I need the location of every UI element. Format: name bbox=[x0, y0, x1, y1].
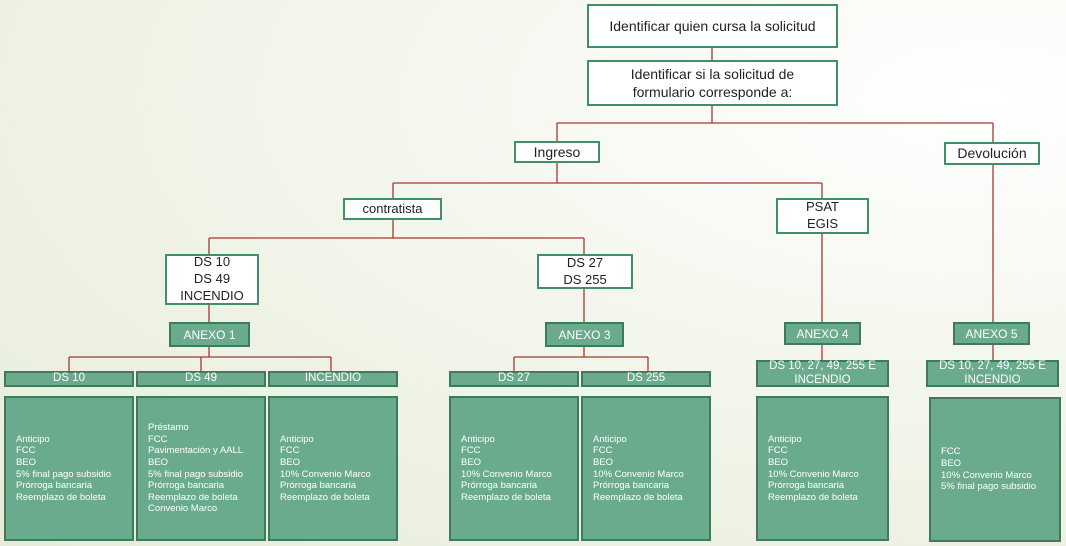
annex-4-badge: ANEXO 4 bbox=[784, 322, 861, 345]
devolucion-box: Devolución bbox=[944, 142, 1040, 165]
list-item: Anticipo bbox=[768, 433, 802, 445]
list-item: Reemplazo de boleta bbox=[148, 491, 238, 503]
list-item: Reemplazo de boleta bbox=[768, 491, 858, 503]
list-item: 10% Convenio Marco bbox=[461, 468, 552, 480]
column-header-ds10: DS 10 bbox=[4, 371, 134, 387]
list-item: BEO bbox=[280, 456, 301, 468]
list-annex4: Anticipo FCC BEO 10% Convenio Marco Prór… bbox=[756, 396, 889, 541]
contratista-box: contratista bbox=[343, 198, 442, 220]
list-item: Reemplazo de boleta bbox=[16, 491, 106, 503]
item-list: Anticipo FCC BEO 10% Convenio Marco Prór… bbox=[593, 434, 684, 504]
list-item: Préstamo bbox=[148, 422, 189, 434]
list-item: 5% final pago subsidio bbox=[941, 481, 1037, 493]
list-item: BEO bbox=[461, 456, 482, 468]
list-item: BEO bbox=[593, 456, 614, 468]
list-item: Prórroga bancaria bbox=[768, 480, 845, 492]
column-header-ds27: DS 27 bbox=[449, 371, 579, 387]
item-list: FCC BEO 10% Convenio Marco 5% final pago… bbox=[941, 446, 1036, 492]
list-item: BEO bbox=[16, 456, 37, 468]
list-item: FCC bbox=[941, 446, 961, 458]
list-item: 10% Convenio Marco bbox=[593, 468, 684, 480]
annex-3-badge: ANEXO 3 bbox=[545, 322, 624, 347]
list-item: Pavimentación y AALL bbox=[148, 445, 244, 457]
item-list: Anticipo FCC BEO 10% Convenio Marco Prór… bbox=[461, 434, 552, 504]
list-item: FCC bbox=[593, 445, 613, 457]
list-item: 5% final pago subsidio bbox=[148, 468, 244, 480]
list-item: Reemplazo de boleta bbox=[593, 491, 683, 503]
item-list: Anticipo FCC BEO 10% Convenio Marco Prór… bbox=[280, 434, 371, 504]
item-list: Préstamo FCC Pavimentación y AALL BEO 5%… bbox=[148, 422, 243, 515]
list-item: Anticipo bbox=[461, 433, 495, 445]
column-header-incendio: INCENDIO bbox=[268, 371, 398, 387]
list-item: Anticipo bbox=[280, 433, 314, 445]
list-item: BEO bbox=[941, 457, 962, 469]
list-incendio: Anticipo FCC BEO 10% Convenio Marco Prór… bbox=[268, 396, 398, 541]
list-ds255: Anticipo FCC BEO 10% Convenio Marco Prór… bbox=[581, 396, 711, 541]
psat-egis-box: PSAT EGIS bbox=[776, 198, 869, 234]
list-item: FCC bbox=[280, 445, 300, 457]
list-annex5: FCC BEO 10% Convenio Marco 5% final pago… bbox=[929, 397, 1061, 542]
list-item: 5% final pago subsidio bbox=[16, 468, 112, 480]
program-group-ds10-ds49-incendio: DS 10 DS 49 INCENDIO bbox=[165, 254, 259, 305]
list-ds27: Anticipo FCC BEO 10% Convenio Marco Prór… bbox=[449, 396, 579, 541]
list-item: Prórroga bancaria bbox=[280, 480, 357, 492]
item-list: Anticipo FCC BEO 10% Convenio Marco Prór… bbox=[768, 434, 859, 504]
identify-requester-box: Identificar quien cursa la solicitud bbox=[587, 4, 838, 48]
list-item: Reemplazo de boleta bbox=[280, 491, 370, 503]
list-item: FCC bbox=[148, 433, 168, 445]
list-item: Convenio Marco bbox=[148, 503, 218, 515]
form-type-box: Identificar si la solicitud de formulari… bbox=[587, 60, 838, 106]
program-group-ds27-ds255: DS 27 DS 255 bbox=[537, 254, 633, 289]
list-item: Prórroga bancaria bbox=[461, 480, 538, 492]
column-header-annex5: DS 10, 27, 49, 255 E INCENDIO bbox=[926, 360, 1059, 387]
list-item: Prórroga bancaria bbox=[148, 480, 225, 492]
list-ds49: Préstamo FCC Pavimentación y AALL BEO 5%… bbox=[136, 396, 266, 541]
list-item: FCC bbox=[461, 445, 481, 457]
annex-5-badge: ANEXO 5 bbox=[953, 322, 1030, 345]
list-item: 10% Convenio Marco bbox=[768, 468, 859, 480]
list-item: Anticipo bbox=[16, 433, 50, 445]
column-header-ds255: DS 255 bbox=[581, 371, 711, 387]
list-item: 10% Convenio Marco bbox=[941, 469, 1032, 481]
column-header-ds49: DS 49 bbox=[136, 371, 266, 387]
column-header-annex4: DS 10, 27, 49, 255 E INCENDIO bbox=[756, 360, 889, 387]
list-item: Prórroga bancaria bbox=[16, 480, 93, 492]
annex-1-badge: ANEXO 1 bbox=[169, 322, 250, 347]
item-list: Anticipo FCC BEO 5% final pago subsidio … bbox=[16, 434, 111, 504]
list-item: Reemplazo de boleta bbox=[461, 491, 551, 503]
ingreso-box: Ingreso bbox=[514, 141, 600, 163]
list-item: BEO bbox=[768, 456, 789, 468]
list-ds10: Anticipo FCC BEO 5% final pago subsidio … bbox=[4, 396, 134, 541]
list-item: FCC bbox=[16, 445, 36, 457]
list-item: Prórroga bancaria bbox=[593, 480, 670, 492]
list-item: 10% Convenio Marco bbox=[280, 468, 371, 480]
list-item: FCC bbox=[768, 445, 788, 457]
list-item: Anticipo bbox=[593, 433, 627, 445]
list-item: BEO bbox=[148, 456, 169, 468]
